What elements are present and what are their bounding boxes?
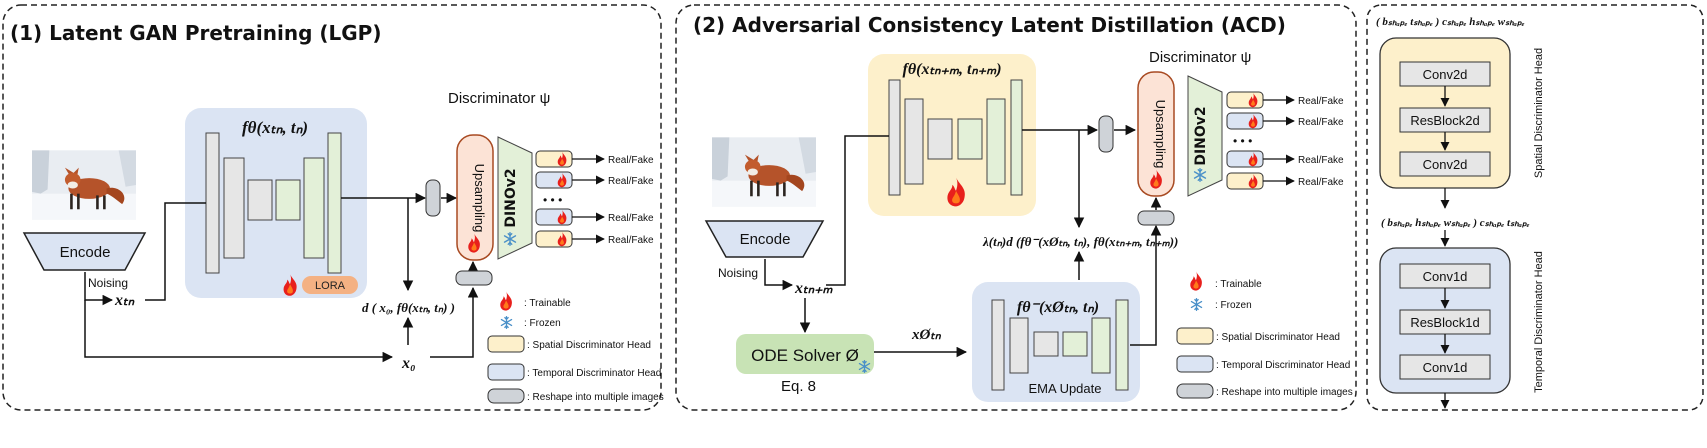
snowflake-icon (1190, 298, 1203, 311)
discriminator-label-2: Discriminator ψ (1149, 49, 1251, 66)
legend1-frozen: : Frozen (524, 318, 561, 329)
unet-student-1: fθ(xₜₙ, tₙ) LORA (185, 108, 367, 298)
temporal-layer-2: ResBlock1d (1410, 315, 1479, 330)
output-label-1c: Real/Fake (608, 213, 654, 224)
legend1-temporal: : Temporal Discriminator Head (527, 368, 661, 379)
spatial-layer-2: ResBlock2d (1410, 113, 1479, 128)
legend2-spatial: : Spatial Discriminator Head (1216, 332, 1340, 343)
x-tn-label: xₜₙ (114, 292, 135, 309)
encode-label-2: Encode (740, 231, 791, 248)
loss-label-1: d ( x₀, fθ(xₜₙ, tₙ) ) (362, 300, 455, 315)
discriminator-2: Discriminator ψ Upsampling DINOv2 • • • … (1137, 49, 1344, 197)
encode-block-2: Encode (704, 220, 825, 258)
lora-label: LORA (315, 280, 346, 292)
spatial-layer-3: Conv2d (1423, 157, 1468, 172)
snowflake-icon (500, 316, 513, 329)
loss-label-2: λ(tₙ)d (fθ⁻(xØₜₙ, tₙ), fθ(xₜₙ₊ₘ, tₙ₊ₘ)) (982, 234, 1178, 249)
output-label-2d: Real/Fake (1298, 177, 1344, 188)
f-theta-label-2: fθ(xₜₙ₊ₘ, tₙ₊ₘ) (902, 61, 1001, 78)
output-label-2b: Real/Fake (1298, 117, 1344, 128)
spatial-layer-1: Conv2d (1423, 67, 1468, 82)
reshape-label-2: ( bₛₕₐₚₑ hₛₕₐₚₑ wₛₕₐₚₑ ) cₛₕₐₚₑ tₛₕₐₚₑ (1381, 217, 1530, 229)
spatial-head: Conv2d ResBlock2d Conv2d (1379, 37, 1511, 189)
legend1-spatial: : Spatial Discriminator Head (527, 340, 651, 351)
dots-1: • • • (543, 193, 562, 207)
reshape-label-1: ( bₛₕₐₚₑ tₛₕₐₚₑ ) cₛₕₐₚₑ hₛₕₐₚₑ wₛₕₐₚₑ (1376, 16, 1525, 28)
x-tnm-label: xₜₙ₊ₘ (794, 280, 834, 297)
noising-label-2: Noising (718, 266, 758, 280)
legend2-trainable: : Trainable (1215, 279, 1262, 290)
x-phi-label: xØₜₙ (911, 327, 942, 343)
legend2-frozen: : Frozen (1215, 300, 1252, 311)
panel-acd: (2) Adversarial Consistency Latent Disti… (675, 4, 1357, 411)
ode-solver-label: ODE Solver Ø (751, 346, 859, 365)
temporal-head: Conv1d ResBlock1d Conv1d (1379, 247, 1511, 394)
temporal-layer-1: Conv1d (1423, 269, 1468, 284)
panel1-title: (1) Latent GAN Pretraining (LGP) (10, 21, 381, 45)
output-label-1d: Real/Fake (608, 235, 654, 246)
legend1-reshape: : Reshape into multiple images (527, 392, 664, 403)
spatial-head-label: Spatial Discriminator Head (1533, 48, 1545, 178)
flame-icon (500, 291, 512, 311)
unet-ema-teacher: fθ⁻(xØₜₙ, tₙ) EMA Update (972, 282, 1140, 402)
encode-label-1: Encode (60, 244, 111, 261)
legend2-reshape: : Reshape into multiple images (1216, 387, 1353, 398)
dinov2-label-1: DINOv2 (503, 168, 519, 227)
legend2-temporal: : Temporal Discriminator Head (1216, 360, 1350, 371)
f-theta-label-1: fθ(xₜₙ, tₙ) (242, 118, 308, 137)
eq8-label: Eq. 8 (781, 378, 816, 395)
panel-lgp: (1) Latent GAN Pretraining (LGP) Encode … (2, 4, 664, 411)
ode-solver-block: ODE Solver Ø (736, 334, 874, 374)
upsampling-label-1: Upsampling (472, 164, 487, 233)
ema-update-label: EMA Update (1029, 381, 1102, 396)
legend1-trainable: : Trainable (524, 298, 571, 309)
flame-icon (1190, 271, 1202, 291)
encode-block-1: Encode (22, 232, 147, 271)
output-label-2c: Real/Fake (1298, 155, 1344, 166)
discriminator-1: Discriminator ψ Upsampling DINOv2 • • • … (448, 90, 654, 261)
temporal-layer-3: Conv1d (1423, 360, 1468, 375)
fox-image (32, 150, 136, 220)
fox-image (712, 137, 816, 207)
dots-2: • • • (1233, 134, 1252, 148)
panel2-title: (2) Adversarial Consistency Latent Disti… (693, 13, 1286, 37)
output-label-1b: Real/Fake (608, 176, 654, 187)
panel-heads: ( bₛₕₐₚₑ tₛₕₐₚₑ ) cₛₕₐₚₑ hₛₕₐₚₑ wₛₕₐₚₑ C… (1366, 4, 1704, 411)
unet-student-2: fθ(xₜₙ₊ₘ, tₙ₊ₘ) (868, 54, 1036, 216)
noising-label-1: Noising (88, 276, 128, 290)
output-label-1a: Real/Fake (608, 155, 654, 166)
dinov2-label-2: DINOv2 (1193, 106, 1209, 165)
legend-2: : Trainable : Frozen : Spatial Discrimin… (1176, 271, 1353, 399)
output-label-2a: Real/Fake (1298, 96, 1344, 107)
temporal-head-label: Temporal Discriminator Head (1533, 251, 1545, 393)
ema-f-label: fθ⁻(xØₜₙ, tₙ) (1017, 299, 1099, 316)
x0-label: x₀ (401, 355, 416, 372)
discriminator-label-1: Discriminator ψ (448, 90, 550, 107)
legend-1: : Trainable : Frozen : Spatial Discrimin… (487, 291, 664, 404)
upsampling-label-2: Upsampling (1153, 100, 1168, 169)
